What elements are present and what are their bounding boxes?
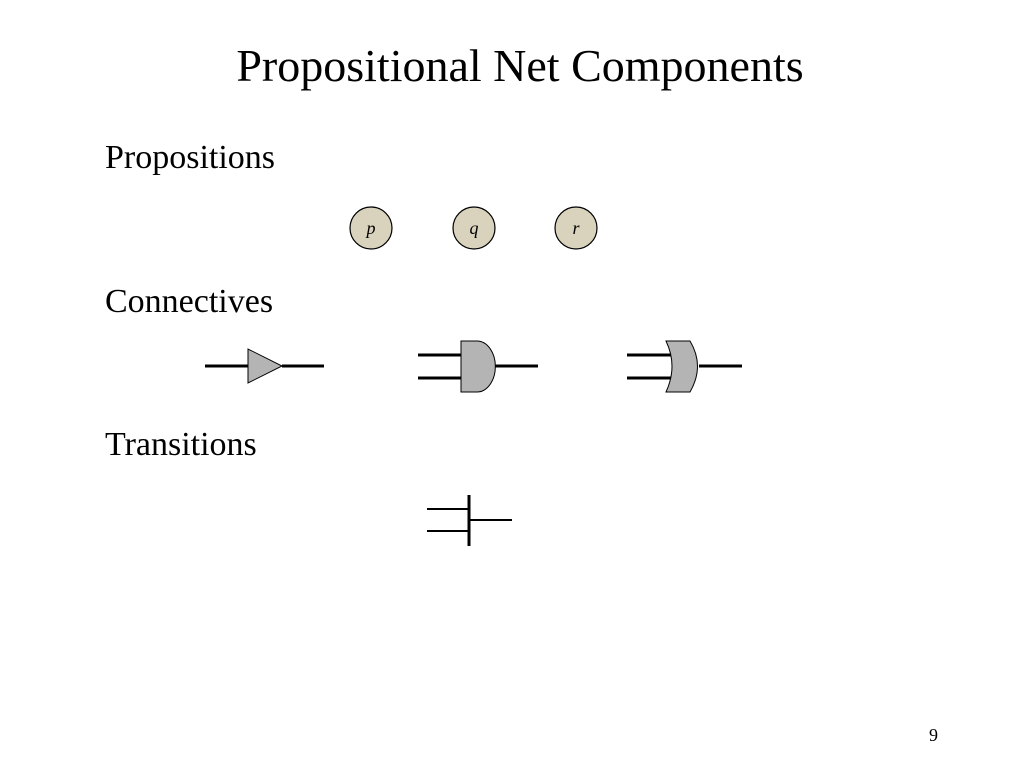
- proposition-q-label: q: [470, 218, 479, 238]
- proposition-q-node: q: [452, 206, 496, 250]
- and-gate-icon: [418, 340, 538, 393]
- transitions-heading: Transitions: [105, 426, 257, 463]
- propositions-heading: Propositions: [105, 139, 276, 176]
- or-gate-icon: [627, 340, 742, 393]
- not-gate-icon: [205, 348, 324, 384]
- proposition-r-label: r: [572, 218, 580, 238]
- transition-icon: [427, 495, 512, 546]
- page-number: 9: [929, 725, 938, 745]
- slide-title: Propositional Net Components: [236, 40, 804, 91]
- connectives-heading: Connectives: [105, 283, 274, 320]
- proposition-p-label: p: [365, 218, 376, 238]
- proposition-r-node: r: [554, 206, 598, 250]
- proposition-p-node: p: [349, 206, 393, 250]
